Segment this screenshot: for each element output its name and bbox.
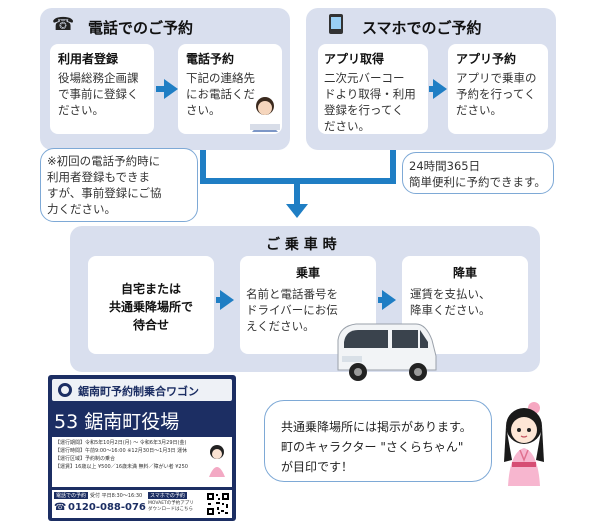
sign-detail-line: 【運行区域】予約制の乗合	[55, 456, 116, 462]
qr-code-icon[interactable]	[206, 492, 230, 516]
sign-logo-icon	[58, 383, 72, 397]
app-install-title: アプリ取得	[324, 52, 385, 66]
sign-detail-line: 【運行時間】午前9:00～16:00 ※12月30日～1月3日 運休	[55, 448, 188, 454]
ride-board-title: 乗車	[295, 266, 320, 280]
sign-phone-icon: ☎	[54, 502, 67, 513]
app-reservation-panel: スマホでのご予約 アプリ取得 二次元バーコー ドより取得・利用 登録を行ってく …	[306, 8, 556, 150]
app-reserve-card: アプリ予約 アプリで乗車の 予約を行ってく ださい。	[448, 44, 548, 134]
phone-step-arrow	[164, 79, 178, 99]
phone-reserve-card: 電話予約 下記の連絡先 にお電話くだ さい。	[178, 44, 282, 134]
ride-alight-text: 運賃を支払い、 降車ください。	[410, 287, 491, 317]
sign-detail-line: 【運行期間】令和5年10月2日(月) ～ 令和6年3月29日(金)	[55, 440, 187, 446]
van-illustration	[337, 323, 437, 381]
flow-line-down	[294, 184, 300, 206]
ride-wait-card: 自宅または 共通乗降場所で 待合せ	[88, 256, 214, 354]
app-install-card: アプリ取得 二次元バーコー ドより取得・利用 登録を行ってく ださい。	[318, 44, 428, 134]
app-reserve-text: アプリで乗車の 予約を行ってく ださい。	[456, 71, 537, 117]
ride-wait-text: 自宅または 共通乗降場所で 待合せ	[108, 282, 193, 332]
ride-board-text: 名前と電話番号を ドライバーにお伝 えください。	[246, 287, 338, 333]
ride-board-card: 乗車 名前と電話番号を ドライバーにお伝 えください。	[240, 256, 376, 354]
sign-header-text: 鋸南町予約制乗合ワゴン	[78, 385, 199, 398]
bus-stop-sign: 鋸南町予約制乗合ワゴン 53 鋸南町役場 【運行期間】令和5年10月2日(月) …	[48, 375, 236, 521]
sign-phone-label: 電話での予約	[54, 492, 89, 499]
phone-icon: ☎	[52, 14, 75, 35]
sign-details: 【運行期間】令和5年10月2日(月) ～ 令和6年3月29日(金) 【運行時間】…	[52, 437, 232, 487]
phone-step-arrow-bar	[156, 86, 168, 92]
phone-reserve-title: 電話予約	[186, 52, 235, 66]
ride-arrow-2	[382, 290, 396, 310]
ride-alight-title: 降車	[452, 266, 477, 280]
phone-flow-line-vertical	[200, 150, 206, 184]
user-registration-title: 利用者登録	[58, 52, 119, 66]
sign-phone-number[interactable]: 0120-088-076	[68, 502, 146, 513]
sign-footer: 電話での予約 受付 平日8:30～16:30 ☎ 0120-088-076 スマ…	[52, 490, 232, 518]
phone-reservation-panel: ☎ 電話でのご予約 利用者登録 役場総務企画課 で事前に登録く ださい。 電話予…	[40, 8, 290, 150]
sign-phone-hours: 受付 平日8:30～16:30	[90, 493, 143, 499]
character-note-bubble: 共通乗降場所には掲示があります。 町のキャラクター "さくらちゃん" が目印です…	[264, 400, 492, 482]
ride-panel: ご 乗 車 時 自宅または 共通乗降場所で 待合せ 乗車 名前と電話番号を ドラ…	[70, 226, 540, 372]
sign-header: 鋸南町予約制乗合ワゴン	[52, 379, 232, 401]
sign-app-sub: MOVAETの予約アプリ ダウンロードはこちら	[148, 501, 194, 512]
phone-note-bubble: ※初回の電話予約時に 利用者登録もできま すが、事前登録にご協 力ください。	[40, 148, 198, 222]
user-registration-card: 利用者登録 役場総務企画課 で事前に登録く ださい。	[50, 44, 154, 134]
app-panel-title: スマホでのご予約	[362, 19, 482, 37]
app-step-arrow	[433, 79, 447, 99]
ride-panel-title: ご 乗 車 時	[266, 237, 337, 253]
phone-reserve-text: 下記の連絡先 にお電話くだ さい。	[186, 71, 255, 117]
ride-arrow-1	[220, 290, 234, 310]
sakura-chan-character-illustration	[504, 402, 544, 486]
sign-app-label: スマホでの予約	[148, 492, 187, 499]
app-note-bubble: 24時間365日 簡単便利に予約できます。	[402, 152, 554, 194]
sakura-character-small-icon	[209, 445, 225, 477]
smartphone-icon	[329, 14, 343, 34]
app-install-text: 二次元バーコー ドより取得・利用 登録を行ってく ださい。	[324, 71, 416, 133]
sign-detail-line: 【運賃】16歳以上 ¥500／16歳未満 無料／障がい者 ¥250	[55, 464, 188, 470]
app-reserve-title: アプリ予約	[456, 52, 517, 66]
sign-stop-name: 53 鋸南町役場	[54, 411, 180, 433]
user-registration-text: 役場総務企画課 で事前に登録く ださい。	[58, 71, 139, 117]
operator-illustration	[250, 97, 280, 132]
phone-panel-title: 電話でのご予約	[88, 19, 194, 37]
flow-line-horizontal	[200, 178, 396, 184]
character-note-text: 共通乗降場所には掲示があります。 町のキャラクター "さくらちゃん" が目印です…	[281, 420, 472, 474]
flow-arrow-down	[286, 204, 308, 218]
app-flow-line-vertical	[390, 150, 396, 184]
